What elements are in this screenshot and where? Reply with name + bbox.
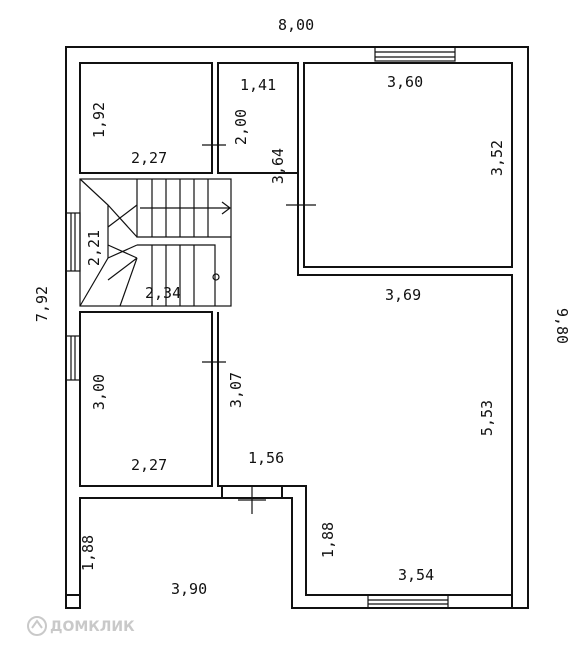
corridor-lower-label: 3,07	[227, 372, 245, 408]
stair-height-label: 2,21	[85, 230, 103, 266]
bath-width-label: 1,41	[240, 76, 276, 94]
stair-width-label: 2,34	[145, 284, 181, 302]
room-top-left	[79, 62, 213, 174]
bath-height-label: 2,00	[232, 109, 250, 145]
room2-width-label: 2,27	[131, 456, 167, 474]
overall-height-label: 9,80	[553, 308, 571, 344]
bedroom-height-label: 3,52	[488, 140, 506, 176]
room2-height-label: 3,00	[90, 374, 108, 410]
lower-right-width-label: 3,54	[398, 566, 434, 584]
room-bedroom	[303, 62, 513, 268]
hall-width-label: 3,69	[385, 286, 421, 304]
lower-right-height-label: 1,88	[319, 522, 337, 558]
watermark-text: ДОМКЛИК	[50, 619, 135, 635]
windows	[65, 46, 456, 609]
terrace-width-label: 3,90	[171, 580, 207, 598]
bedroom-width-label: 3,60	[387, 73, 423, 91]
room1-height-label: 1,92	[90, 102, 108, 138]
hall-height-label: 5,53	[478, 400, 496, 436]
corridor-wall	[297, 63, 513, 608]
terrace-corner	[65, 594, 81, 609]
passage-width-label: 1,56	[248, 449, 284, 467]
left-height-label: 7,92	[33, 286, 51, 322]
room-left-middle	[79, 311, 213, 487]
room1-width-label: 2,27	[131, 149, 167, 167]
corridor-height-label: 3,64	[269, 148, 287, 184]
watermark: ДОМКЛИК	[27, 616, 135, 636]
staircase	[79, 178, 232, 307]
watermark-logo-icon	[27, 616, 47, 636]
overall-width-label: 8,00	[278, 16, 314, 34]
passage	[221, 486, 292, 499]
door-marks	[202, 135, 316, 514]
terrace-height-label: 1,88	[79, 535, 97, 571]
